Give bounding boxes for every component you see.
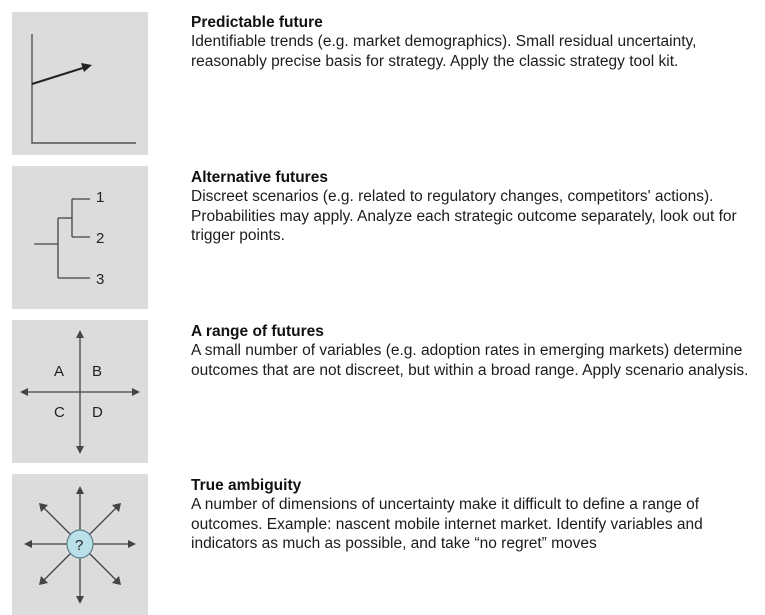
range-of-futures-panel: A B C D (12, 320, 148, 463)
true-ambiguity-panel: ? (12, 474, 148, 615)
quadrant-label-d: D (92, 404, 103, 421)
branch-label-1: 1 (96, 189, 104, 206)
item-title: Alternative futures (191, 169, 328, 186)
item-title: A range of futures (191, 323, 324, 340)
question-starburst-icon: ? (24, 486, 136, 604)
item-title: True ambiguity (191, 477, 302, 494)
item-description: Discreet scenarios (e.g. related to regu… (191, 188, 737, 244)
branch-label-2: 2 (96, 230, 104, 247)
alternative-futures-panel: 1 2 3 (12, 166, 148, 309)
branch-label-3: 3 (96, 271, 104, 288)
question-mark-label: ? (75, 537, 83, 554)
item-description: A small number of variables (e.g. adopti… (191, 342, 749, 379)
quadrant-label-b: B (92, 363, 102, 380)
item-description: Identifiable trends (e.g. market demogra… (191, 33, 697, 70)
trend-arrow-chart-icon (31, 34, 136, 144)
quadrant-label-a: A (54, 363, 64, 380)
item-description: A number of dimensions of uncertainty ma… (191, 496, 703, 552)
predictable-future-panel (12, 12, 148, 155)
quadrant-axes-icon: A B C D (20, 330, 140, 454)
item-title: Predictable future (191, 14, 323, 31)
quadrant-label-c: C (54, 404, 65, 421)
decision-tree-icon: 1 2 3 (34, 189, 104, 288)
